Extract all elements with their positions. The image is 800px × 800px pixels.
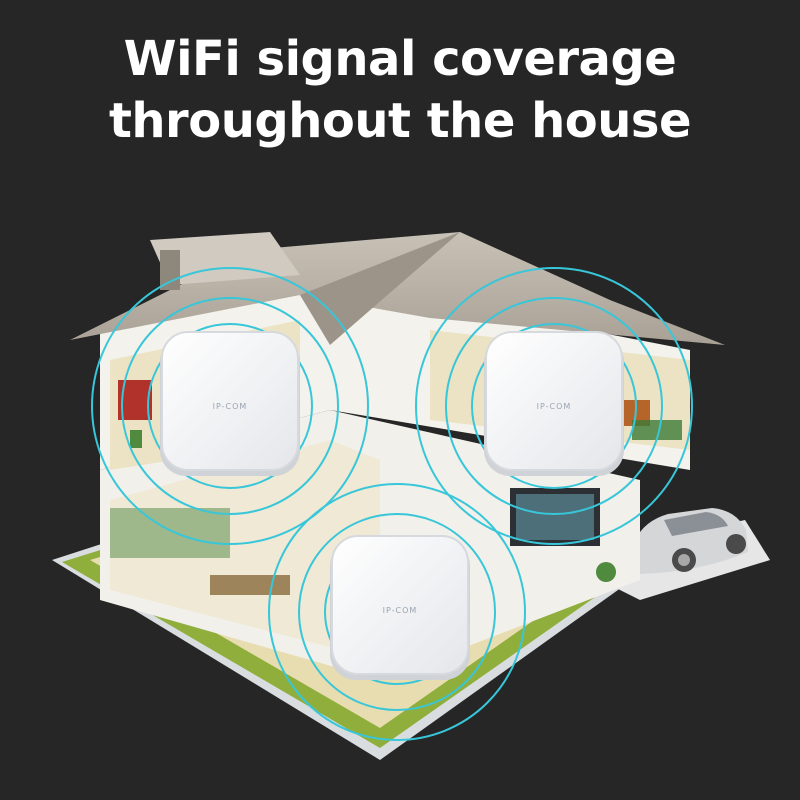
headline-line-1: WiFi signal coverage — [123, 31, 677, 87]
access-point-center: IP-COM — [330, 535, 470, 680]
brand-logo-right: IP-COM — [537, 402, 572, 411]
access-point-left: IP-COM — [160, 331, 300, 476]
headline: WiFi signal coverage throughout the hous… — [0, 28, 800, 152]
brand-logo-center: IP-COM — [383, 606, 418, 615]
car — [632, 508, 748, 574]
brand-logo-left: IP-COM — [213, 402, 248, 411]
access-point-right: IP-COM — [484, 331, 624, 476]
headline-line-2: throughout the house — [108, 93, 692, 149]
